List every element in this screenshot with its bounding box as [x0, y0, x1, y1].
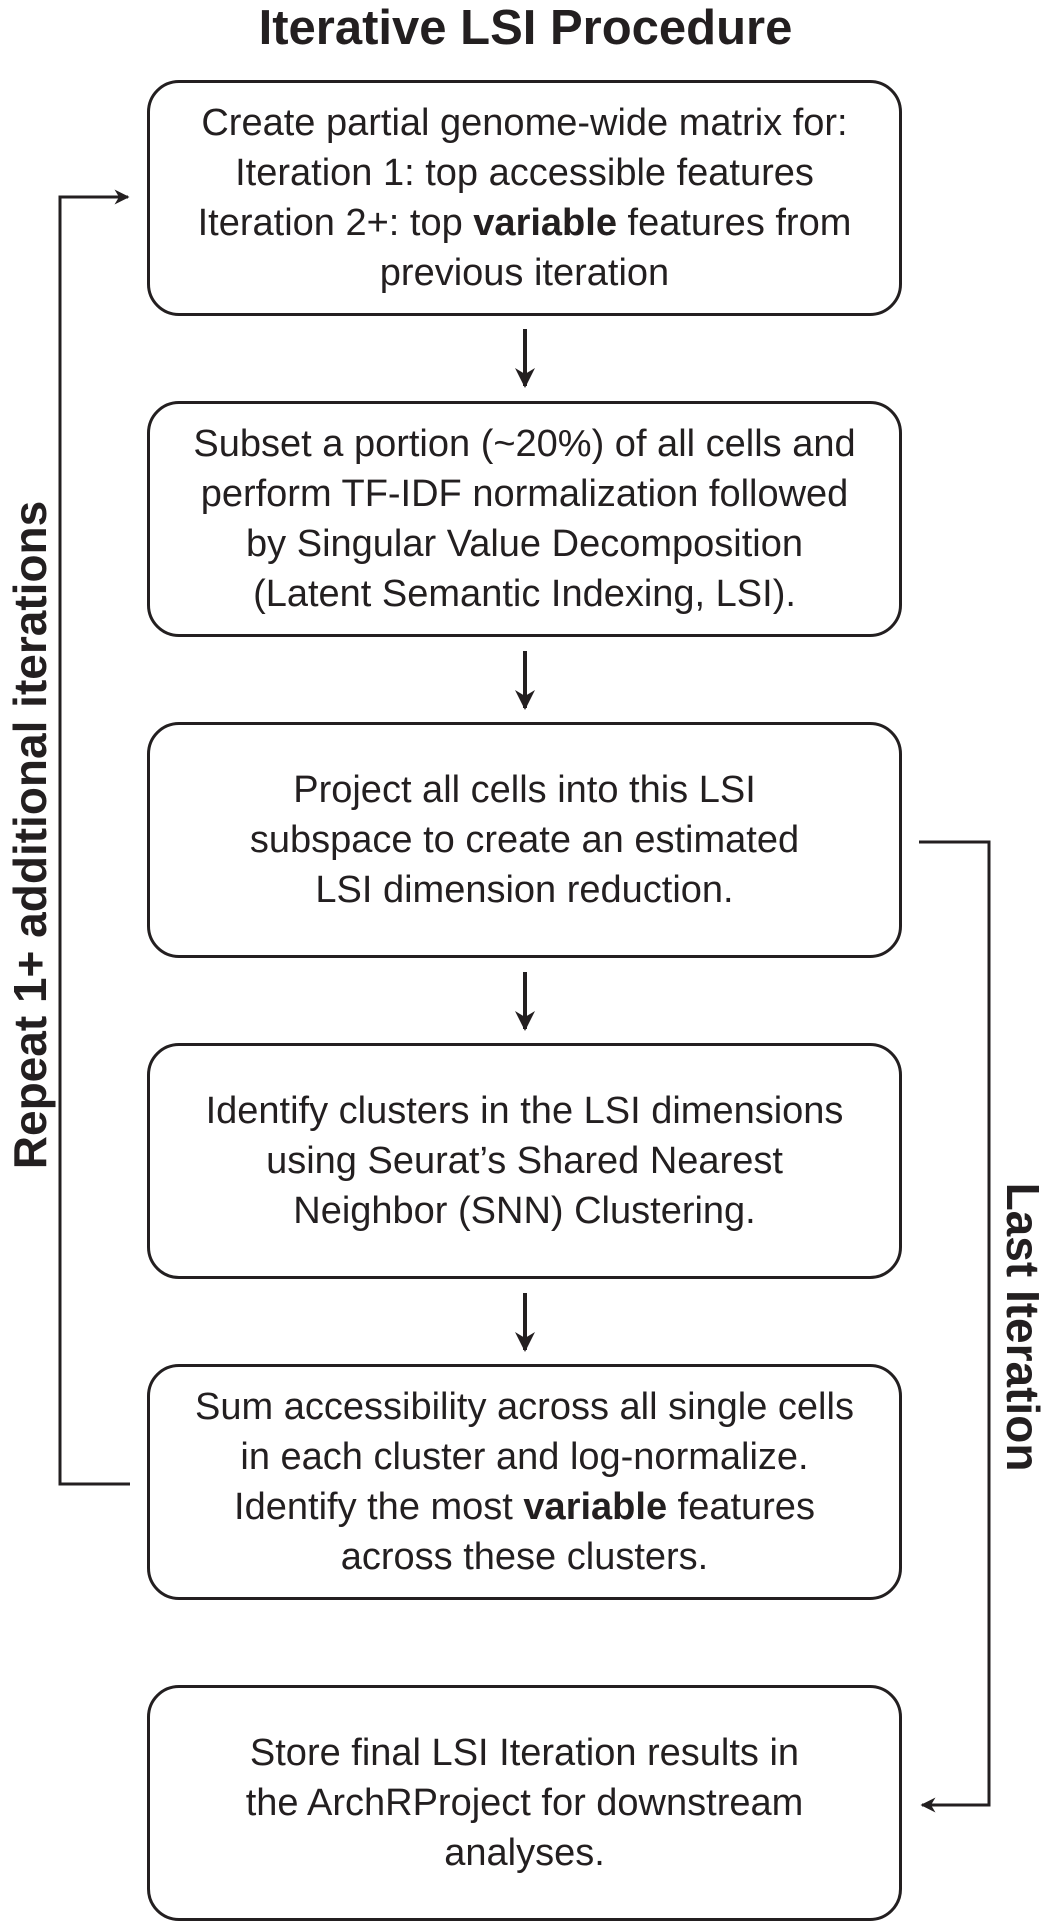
step-text: Subset a portion (~20%) of all cells and	[193, 423, 856, 465]
step-text-line: (Latent Semantic Indexing, LSI).	[253, 569, 796, 619]
step-text-line: analyses.	[444, 1828, 605, 1878]
step-text-line: in each cluster and log-normalize.	[240, 1432, 808, 1482]
step-text-line: subspace to create an estimated	[250, 815, 799, 865]
step-text-line: Sum accessibility across all single cell…	[195, 1382, 854, 1432]
step-text: LSI dimension reduction.	[315, 869, 734, 911]
step-text: analyses.	[444, 1832, 605, 1874]
step-text-line: Identify the most variable features	[234, 1482, 815, 1532]
step-text: across these clusters.	[340, 1536, 709, 1578]
step-text: Store final LSI Iteration results in	[249, 1732, 800, 1774]
step-text-line: Iteration 1: top accessible features	[235, 148, 814, 198]
loop-label: Repeat 1+ additional iterations	[4, 500, 56, 1170]
step-text: by Singular Value Decomposition	[246, 523, 803, 565]
step-text-line: using Seurat’s Shared Nearest	[266, 1136, 783, 1186]
step-text: the ArchRProject for downstream	[245, 1782, 804, 1824]
diagram-title: Iterative LSI Procedure	[258, 1, 793, 55]
step-text: features	[667, 1486, 815, 1528]
step-text: in each cluster and log-normalize.	[240, 1436, 809, 1478]
step-text: using Seurat’s Shared Nearest	[266, 1140, 783, 1182]
step-text: perform TF-IDF normalization followed	[200, 473, 849, 515]
step-text-line: the ArchRProject for downstream	[246, 1778, 804, 1828]
step-6-box: Store final LSI Iteration results in the …	[147, 1685, 902, 1921]
step-text: previous iteration	[379, 252, 670, 294]
step-4-box: Identify clusters in the LSI dimensions u…	[147, 1043, 902, 1279]
step-text: Neighbor (SNN) Clustering.	[293, 1190, 756, 1232]
step-text: Iteration 1: top accessible features	[235, 152, 814, 194]
step-text-line: Subset a portion (~20%) of all cells and	[193, 419, 855, 469]
step-1-box: Create partial genome-wide matrix for: It…	[147, 80, 902, 316]
emphasis-text: variable	[523, 1486, 668, 1528]
emphasis-text: variable	[473, 202, 617, 244]
step-text: Identify clusters in the LSI dimensions	[205, 1090, 844, 1132]
step-text: features from	[616, 202, 852, 244]
step-text-line: Iteration 2+: top variable features from	[198, 198, 852, 248]
step-text: (Latent Semantic Indexing, LSI).	[253, 573, 796, 615]
step-text-line: Store final LSI Iteration results in	[250, 1728, 799, 1778]
step-text-line: LSI dimension reduction.	[315, 865, 733, 915]
step-text: Project all cells into this LSI	[293, 769, 756, 811]
step-text-line: Project all cells into this LSI	[293, 765, 756, 815]
last-iteration-arrow	[919, 840, 991, 1813]
step-text: Create partial genome-wide matrix for:	[201, 102, 848, 144]
step-3-box: Project all cells into this LSI subspace …	[147, 722, 902, 958]
step-text: Identify the most	[234, 1486, 524, 1528]
step-text-line: Identify clusters in the LSI dimensions	[206, 1086, 844, 1136]
step-text-line: perform TF-IDF normalization followed	[201, 469, 849, 519]
step-text-line: Create partial genome-wide matrix for:	[201, 98, 847, 148]
step-text-line: across these clusters.	[341, 1532, 708, 1582]
step-2-box: Subset a portion (~20%) of all cells and…	[147, 401, 902, 637]
step-text: subspace to create an estimated	[249, 819, 800, 861]
exit-label: Last Iteration	[997, 1182, 1049, 1472]
loop-back-arrow	[58, 189, 130, 1486]
step-5-box: Sum accessibility across all single cell…	[147, 1364, 902, 1600]
step-text: Sum accessibility across all single cell…	[195, 1386, 854, 1428]
step-text-line: Neighbor (SNN) Clustering.	[293, 1186, 756, 1236]
step-text-line: previous iteration	[380, 248, 669, 298]
step-text-line: by Singular Value Decomposition	[246, 519, 803, 569]
step-text: Iteration 2+: top	[197, 202, 474, 244]
